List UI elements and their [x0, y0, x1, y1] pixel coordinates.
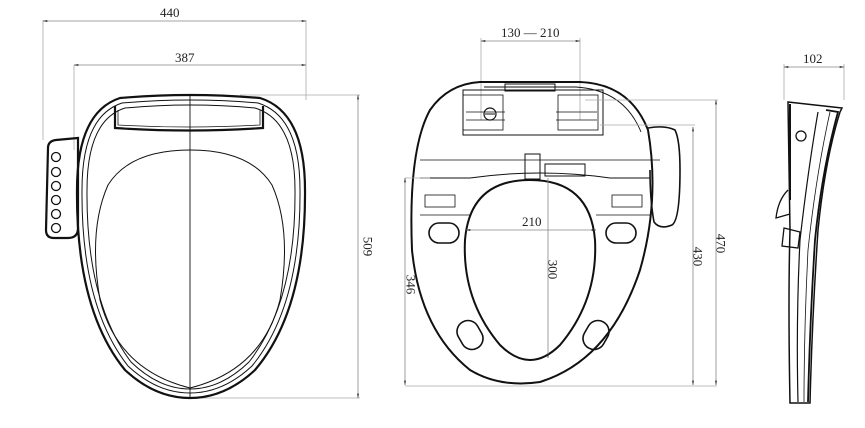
mounting-bolt-icon	[483, 107, 497, 121]
dim-opening-width: 210	[522, 214, 542, 229]
dim-overall-length: 509	[360, 236, 376, 257]
dim-opening-length: 300	[545, 259, 561, 280]
dim-ring-length: 346	[403, 274, 419, 295]
button-icon	[50, 180, 62, 192]
button-icon	[50, 222, 62, 234]
control-panel	[44, 136, 80, 240]
bottom-view	[404, 38, 718, 387]
side-view	[775, 64, 845, 404]
dim-seat-width: 387	[175, 50, 195, 65]
button-icon	[50, 194, 62, 206]
dim-height: 102	[803, 51, 823, 66]
button-icon	[50, 208, 62, 220]
button-icon	[50, 166, 62, 178]
button-icon	[50, 151, 62, 163]
dim-overall-length-bottom: 470	[713, 233, 729, 254]
dim-mount-hole-spacing: 130 — 210	[501, 25, 560, 40]
hinge-bolt-icon	[795, 130, 807, 142]
dim-seat-length: 430	[690, 246, 706, 267]
top-view	[42, 20, 360, 400]
dim-overall-width: 440	[160, 5, 180, 20]
